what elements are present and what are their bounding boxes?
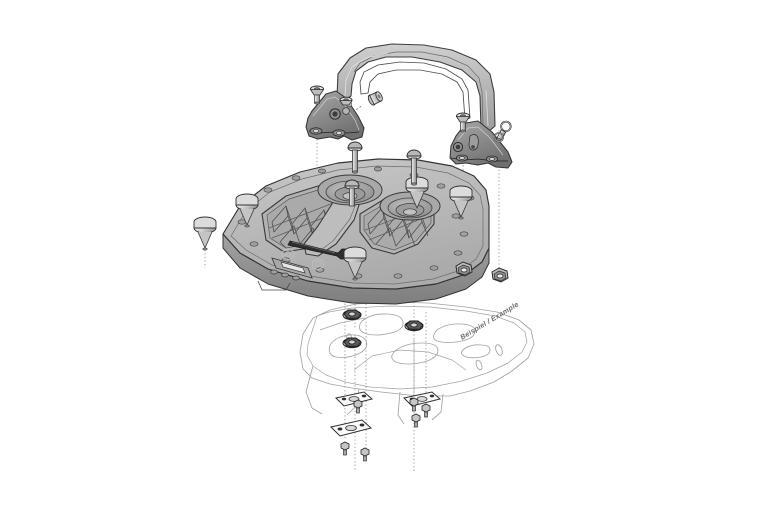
hex-nuts (455, 261, 509, 283)
small-bolt-2 (409, 397, 419, 412)
toothed-nut-2 (404, 320, 424, 332)
countersunk-screws (309, 85, 471, 133)
backing-plate-center (334, 391, 374, 407)
flange-cap-bottom (343, 246, 367, 281)
small-bolt-3 (421, 403, 431, 418)
toothed-nuts (342, 309, 424, 349)
side-bolt-left (352, 91, 383, 113)
dome-bolt-1 (347, 141, 363, 174)
countersunk-screw-left (309, 85, 325, 105)
backing-plate-left (330, 419, 373, 437)
toothed-nut-1 (342, 309, 362, 321)
flange-caps (193, 176, 473, 281)
flange-cap-far-right (449, 185, 473, 220)
eye-bolt-lower (493, 132, 504, 143)
small-bolt-6 (411, 413, 421, 428)
small-bolt-5 (360, 447, 370, 462)
backing-plates (330, 391, 442, 437)
hex-nut-1 (455, 261, 473, 277)
countersunk-screw-bracket-left (339, 96, 353, 106)
rear-rack-ghost (299, 301, 535, 425)
dome-bolts (344, 141, 422, 207)
small-bolt-1 (353, 399, 363, 414)
plate-front-recess (270, 257, 313, 281)
eye-bolts (493, 120, 512, 143)
flange-cap-left (193, 216, 217, 251)
small-bolt-4 (340, 441, 350, 456)
hex-nut-2 (491, 267, 509, 283)
dome-bolt-3 (344, 179, 360, 207)
countersunk-screw-right (455, 112, 471, 133)
small-bolts (340, 397, 431, 462)
flange-cap-1 (235, 193, 259, 228)
toothed-nut-3 (342, 337, 362, 349)
flange-cap-right (405, 176, 429, 209)
dome-bolt-2 (406, 149, 422, 186)
ghost-nuts-on-plate (281, 248, 325, 271)
